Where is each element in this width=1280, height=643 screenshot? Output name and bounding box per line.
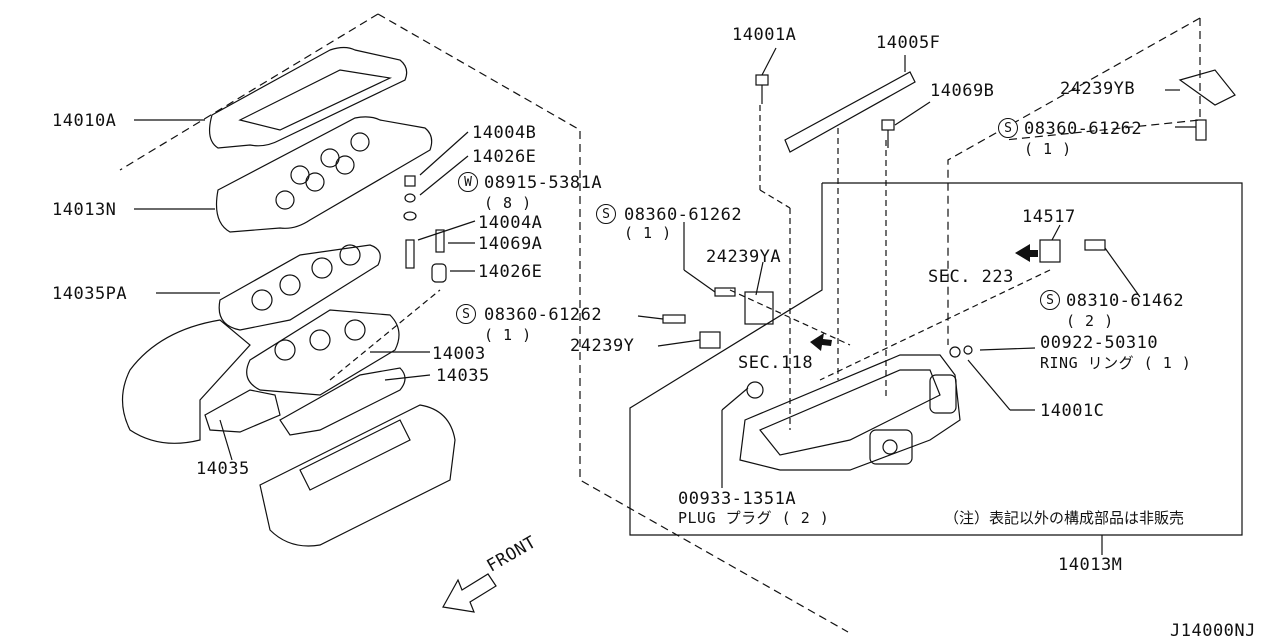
label-08310-61462: 08310-61462 — [1066, 291, 1185, 311]
label-14001A: 14001A — [732, 25, 797, 45]
label-14026E-top: 14026E — [472, 147, 537, 167]
qty-08360-b: ( 1 ) — [484, 326, 532, 344]
label-08360-61262-a: 08360-61262 — [624, 205, 743, 225]
label-14001C: 14001C — [1040, 401, 1105, 421]
label-sec223: SEC. 223 — [928, 267, 1014, 287]
diagram-id: J14000NJ — [1170, 621, 1256, 641]
label-14004A: 14004A — [478, 213, 543, 233]
assembly-box — [629, 182, 1243, 536]
dashed-outline-left-top — [119, 13, 379, 171]
dashed-outline-right — [1004, 18, 1201, 141]
screw-symbol-c: S — [998, 118, 1018, 138]
label-24239YB: 24239YB — [1060, 79, 1136, 99]
label-14013N: 14013N — [52, 200, 117, 220]
label-sec118: SEC.118 — [738, 353, 814, 373]
gasket-14010A — [208, 46, 408, 149]
label-08360-61262-b: 08360-61262 — [484, 305, 603, 325]
gasket-14035PA — [218, 244, 381, 331]
qty-08915: ( 8 ) — [484, 194, 532, 212]
label-14010A: 14010A — [52, 111, 117, 131]
label-14004B: 14004B — [472, 123, 537, 143]
dashed-outline-right-top — [947, 17, 1201, 345]
note-non-sale: （注）表記以外の構成部品は非販売 — [944, 509, 1185, 527]
desc-00933-plug: PLUG プラグ ( 2 ) — [678, 509, 830, 527]
label-14035PA: 14035PA — [52, 284, 128, 304]
gasket-14013N — [215, 116, 433, 233]
label-14003: 14003 — [432, 344, 486, 364]
arrow-sec223 — [1015, 244, 1038, 262]
label-00922-50310: 00922-50310 — [1040, 333, 1159, 353]
qty-08310: ( 2 ) — [1066, 312, 1114, 330]
label-14026E: 14026E — [478, 262, 543, 282]
label-24239YA: 24239YA — [706, 247, 782, 267]
manifold-14013M — [739, 354, 961, 471]
label-14069B: 14069B — [930, 81, 995, 101]
engine-block — [121, 319, 251, 444]
label-14013M: 14013M — [1058, 555, 1123, 575]
label-08915-5381A: 08915-5381A — [484, 173, 603, 193]
label-14517: 14517 — [1022, 207, 1076, 227]
label-24239Y: 24239Y — [570, 336, 635, 356]
label-14035-lower: 14035 — [196, 459, 250, 479]
screw-symbol-d: S — [1040, 290, 1060, 310]
desc-00922-ring: RING リング ( 1 ) — [1040, 354, 1192, 372]
gasket-14035-right — [279, 367, 406, 436]
label-14005F: 14005F — [876, 33, 941, 53]
label-00933-1351A: 00933-1351A — [678, 489, 797, 509]
washer-symbol: W — [458, 172, 478, 192]
arrow-sec118 — [810, 333, 832, 351]
gasket-14035-lower — [204, 389, 281, 433]
label-08360-61262-c: 08360-61262 — [1024, 119, 1143, 139]
label-14035-right: 14035 — [436, 366, 490, 386]
qty-08360-c: ( 1 ) — [1024, 140, 1072, 158]
screw-symbol-a: S — [596, 204, 616, 224]
front-arrow — [442, 573, 497, 613]
label-14069A: 14069A — [478, 234, 543, 254]
screw-symbol-b: S — [456, 304, 476, 324]
dashed-outline-left — [377, 13, 849, 633]
heatshield-14005F — [784, 71, 916, 153]
qty-08360-a: ( 1 ) — [624, 224, 672, 242]
manifold-14003 — [246, 309, 400, 396]
